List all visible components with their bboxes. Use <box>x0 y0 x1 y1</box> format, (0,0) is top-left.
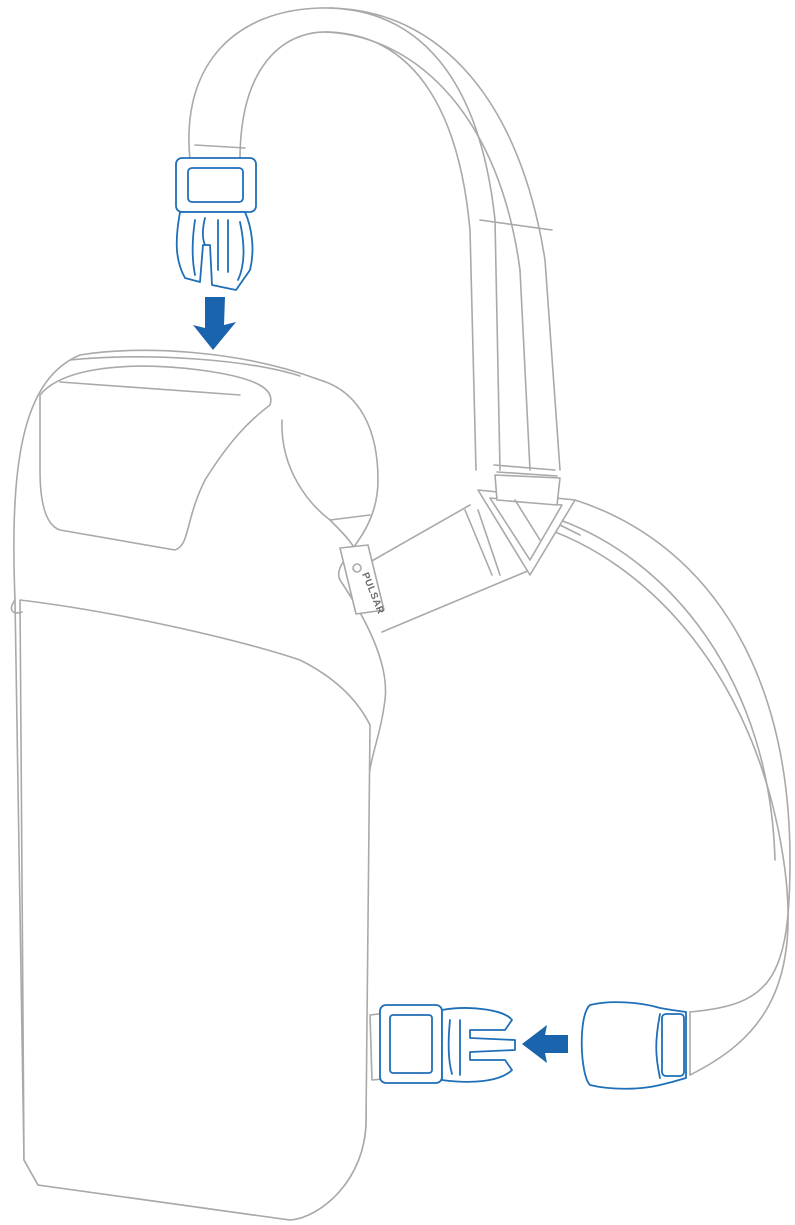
lower-buckle-male <box>379 1004 516 1084</box>
lower-buckle-female <box>580 1001 687 1090</box>
shoulder-strap <box>188 7 561 477</box>
arrow-left-icon <box>522 1025 568 1063</box>
arrow-down-icon <box>193 297 236 350</box>
pulsar-logo-icon <box>352 563 362 573</box>
triangle-ring <box>477 474 576 576</box>
top-buckle-male <box>175 157 257 291</box>
connector-strap <box>369 504 581 633</box>
lower-strap <box>534 499 791 1076</box>
bag-body <box>10 349 387 1221</box>
